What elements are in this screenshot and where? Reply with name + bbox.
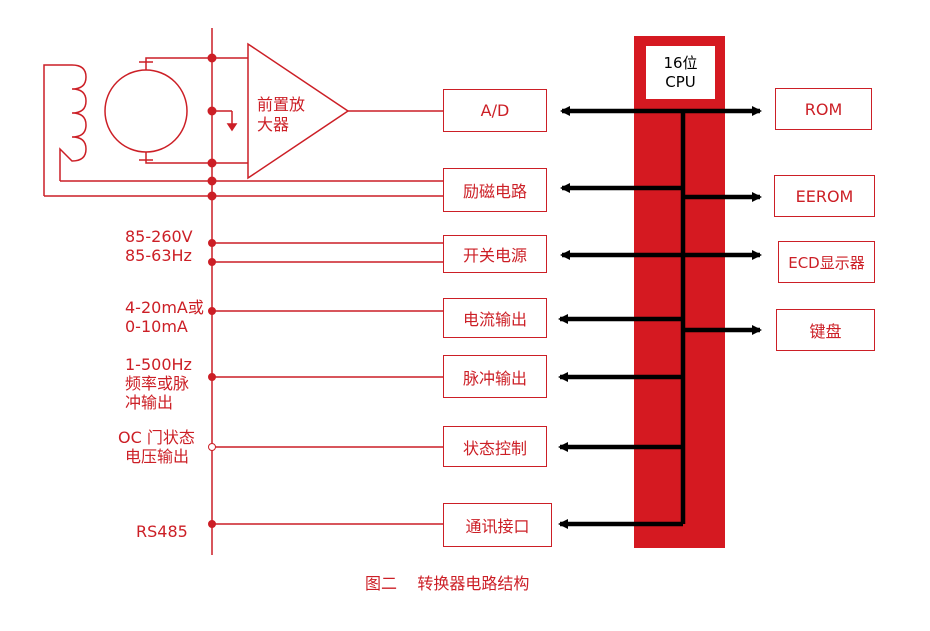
cpu-label: 16位 CPU [646,46,715,99]
pulse-label-1: 1-500Hz [125,355,192,374]
pulse-label-3: 冲输出 [125,393,174,412]
figure-number: 图二 [365,574,398,593]
pulse-label-2: 频率或脉 [125,374,190,393]
eerom-box: EEROM [774,175,875,217]
figure-title: 转换器电路结构 [417,574,530,593]
pulse-output-box: 脉冲输出 [443,355,547,398]
junction-dots [207,53,217,528]
excitation-box: 励磁电路 [443,168,547,212]
cpu-label-line1: 16位 [663,53,698,72]
rom-box: ROM [775,88,872,130]
data-bus [558,106,762,529]
preamp-label: 前置放 大器 [257,95,306,134]
rs485-label: RS485 [136,522,188,541]
current-range-label-1: 4-20mA或 [125,298,204,317]
cpu-column [634,36,725,548]
status-control-box: 状态控制 [443,426,547,467]
figure-caption: 图二 转换器电路结构 [365,570,529,594]
electrode-circle-icon [104,69,188,153]
power-voltage-label: 85-260V [125,227,193,246]
oc-label-2: 电压输出 [125,447,190,466]
sensor-coil-icon [43,57,212,196]
cpu-label-line2: CPU [665,72,696,91]
power-supply-box: 开关电源 [443,235,547,273]
preamp-triangle [247,42,350,180]
current-output-box: 电流输出 [443,298,547,338]
power-frequency-label: 85-63Hz [125,246,192,265]
current-range-label-2: 0-10mA [125,317,188,336]
keyboard-box: 键盘 [776,309,875,351]
comm-interface-box: 通讯接口 [443,503,552,547]
ad-box: A/D [443,89,547,132]
oc-label-1: OC 门状态 [118,428,195,447]
lcd-display-box: ECD显示器 [778,241,875,283]
